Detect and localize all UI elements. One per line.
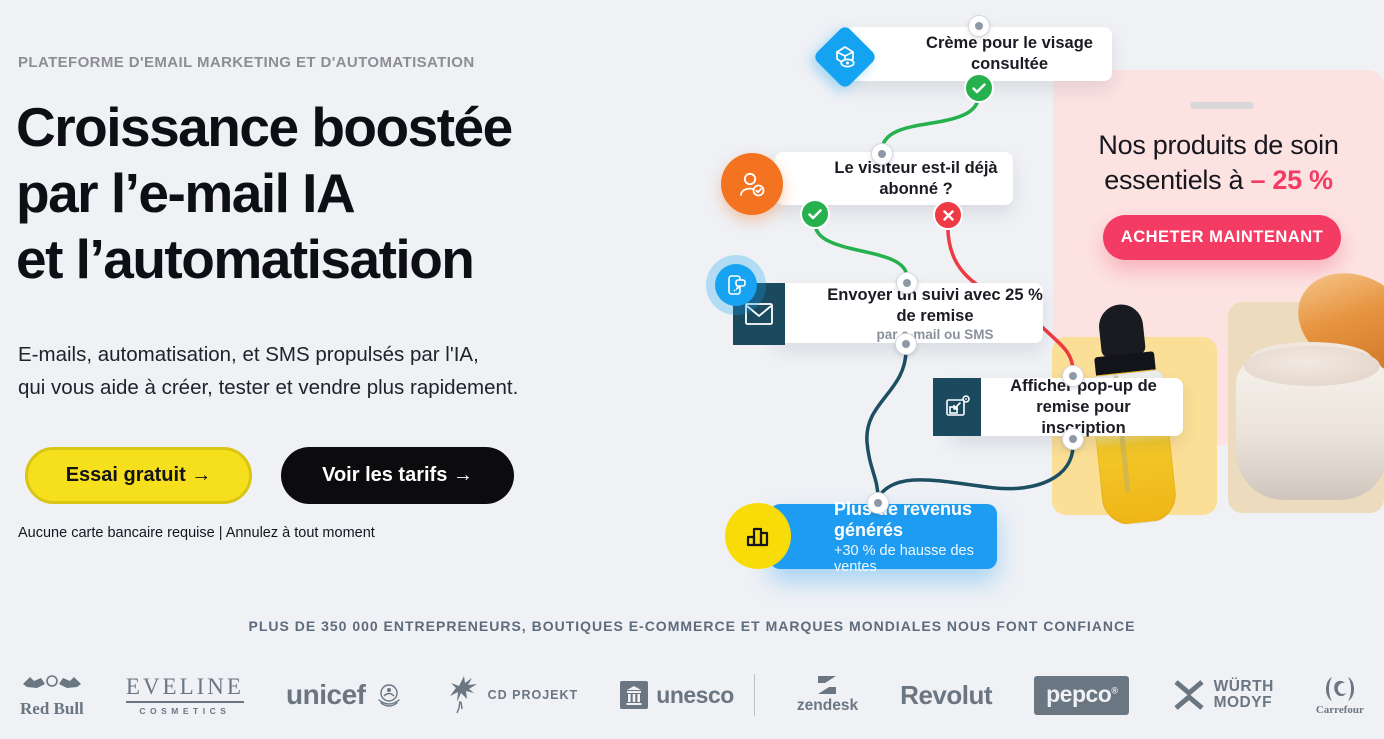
logo-revolut: Revolut: [900, 680, 992, 711]
result-sublabel: +30 % de hausse des ventes: [834, 542, 974, 575]
success-badge-icon: [964, 73, 994, 103]
connector-dot: [871, 143, 893, 165]
logo-unicef: unicef: [286, 679, 403, 711]
discount-text: – 25 %: [1250, 165, 1333, 195]
logo-eveline: EVELINE COSMETICS: [125, 674, 244, 716]
wurth-line1: WÜRTH: [1213, 678, 1274, 695]
logo-divider: [753, 674, 755, 716]
connector-dot: [896, 272, 918, 294]
cdprojekt-wordmark: CD PROJEKT: [487, 688, 579, 702]
wurth-line2: MODYF: [1213, 694, 1273, 711]
logo-unesco: unesco: [620, 674, 755, 716]
zendesk-z-icon: [818, 676, 837, 694]
logo-cdprojekt: CD PROJEKT: [446, 675, 579, 715]
cdprojekt-bird-icon: [449, 676, 477, 714]
logo-bar: Red Bull EVELINE COSMETICS unicef CD PRO…: [0, 656, 1384, 734]
email-action-sublabel: par e-mail ou SMS: [876, 326, 994, 342]
success-badge-icon: [800, 199, 830, 229]
unicef-wordmark: unicef: [286, 679, 366, 710]
bar-chart-icon: [725, 503, 791, 569]
redbull-bulls-icon: [22, 674, 81, 688]
logo-zendesk: zendesk: [797, 675, 858, 715]
pricing-button[interactable]: Voir les tarifs →: [281, 447, 514, 504]
popup-action-card: Afficher pop-up de remise pour inscripti…: [950, 376, 1183, 437]
logo-carrefour: Carrefour: [1316, 675, 1364, 716]
dropper-bulb: [1096, 302, 1147, 359]
product-viewed-icon: [812, 24, 878, 90]
promo-drag-handle: [1190, 102, 1254, 109]
subscriber-check-icon: [721, 153, 783, 215]
jar-cream: [1244, 346, 1380, 386]
sms-phone-icon: [715, 264, 757, 306]
hero-eyebrow: PLATEFORME D'EMAIL MARKETING ET D'AUTOMA…: [18, 54, 475, 71]
unesco-temple-icon: [620, 681, 649, 709]
popup-icon: [933, 378, 981, 436]
result-card: Plus de revenus générés +30 % de hausse …: [770, 499, 997, 575]
connector-dot: [1062, 428, 1084, 450]
pepco-trademark: ®: [1111, 684, 1118, 695]
wurth-x-icon: [1173, 680, 1204, 710]
revolut-wordmark: Revolut: [900, 679, 993, 710]
zendesk-wordmark: zendesk: [796, 697, 859, 714]
connector-dot: [968, 15, 990, 37]
email-action-label: Envoyer un suivi avec 25 % de remise: [827, 285, 1043, 325]
connector-dot: [895, 333, 917, 355]
condition-card: Le visiteur est-il déjà abonné ?: [775, 152, 1013, 205]
promo-title-line2: essentiels à: [1104, 165, 1251, 195]
hero-subtitle: E-mails, automatisation, et SMS propulsé…: [18, 343, 519, 399]
redbull-wordmark: Red Bull: [20, 698, 84, 718]
failure-badge-icon: [933, 200, 963, 230]
eveline-wordmark: EVELINE: [125, 674, 244, 703]
unicef-globe-icon: [377, 684, 400, 707]
logo-pepco: pepco®: [1034, 675, 1130, 715]
carrefour-emblem-icon: [1325, 676, 1354, 701]
buy-now-button[interactable]: ACHETER MAINTENANT: [1103, 215, 1341, 260]
condition-label: Le visiteur est-il déjà abonné ?: [834, 158, 998, 198]
hero-title: Croissance boostée par l’e-mail IA et l’…: [16, 96, 513, 290]
free-trial-button[interactable]: Essai gratuit →: [25, 447, 252, 504]
connector-dot: [867, 492, 889, 514]
cream-jar-image: [1236, 254, 1384, 521]
wurth-wordmark: WÜRTH MODYF: [1214, 679, 1274, 711]
promo-title-line1: Nos produits de soin: [1098, 130, 1339, 160]
trigger-label: Crème pour le visage consultée: [926, 34, 1093, 73]
carrefour-wordmark: Carrefour: [1315, 703, 1364, 716]
logo-wurth-modyf: WÜRTH MODYF: [1172, 678, 1274, 712]
popup-action-label: Afficher pop-up de remise pour inscripti…: [1010, 376, 1157, 437]
unesco-wordmark: unesco: [656, 681, 734, 708]
trust-heading: PLUS DE 350 000 ENTREPRENEURS, BOUTIQUES…: [248, 618, 1136, 634]
pepco-wordmark: pepco: [1046, 680, 1112, 707]
eveline-subtext: COSMETICS: [139, 706, 231, 716]
promo-title: Nos produits de soin essentiels à – 25 %: [1053, 128, 1384, 198]
logo-redbull: Red Bull: [20, 672, 84, 719]
connector-dot: [1062, 365, 1084, 387]
hero-note: Aucune carte bancaire requise | Annulez …: [18, 525, 375, 541]
result-label: Plus de revenus générés: [834, 498, 973, 540]
